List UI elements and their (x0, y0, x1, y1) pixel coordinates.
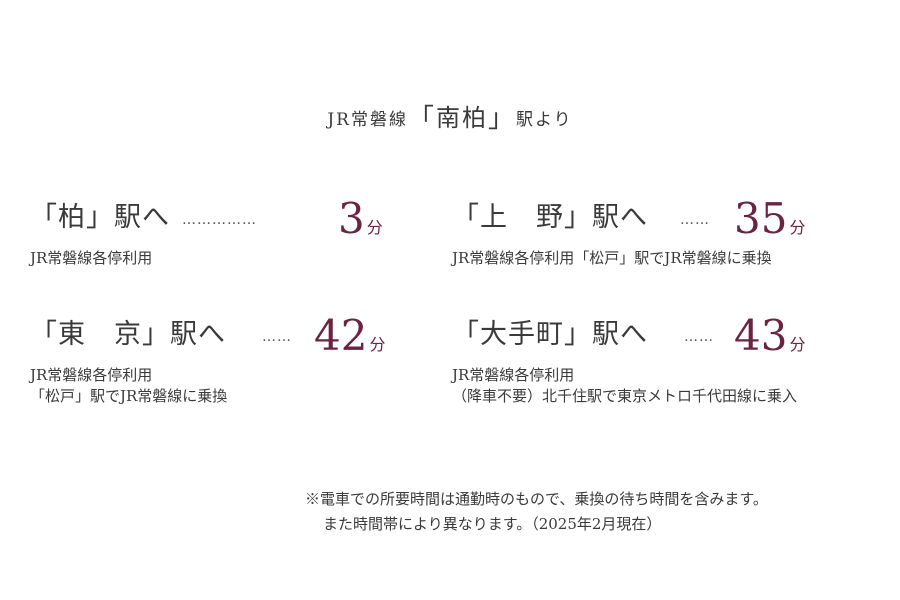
travel-minutes: 35 (734, 194, 788, 243)
minutes-unit: 分 (789, 335, 806, 354)
route-note: 「松戸」駅でJR常磐線に乗換 (30, 387, 228, 405)
route-note: JR常磐線各停利用「松戸」駅でJR常磐線に乗換 (452, 249, 772, 267)
open-bracket: 「 (407, 104, 436, 134)
title-suffix: 駅より (515, 110, 573, 130)
travel-minutes: 3 (338, 194, 365, 243)
travel-minutes: 42 (314, 311, 368, 360)
travel-minutes: 43 (734, 311, 788, 360)
route-destination: 「大手町」駅へ (452, 319, 648, 350)
minutes-unit: 分 (366, 218, 383, 237)
footnote: ※電車での所要時間は通勤時のもので、乗換の待ち時間を含みます。 また時間帯により… (305, 487, 768, 537)
route-destination: 「東 京」駅へ (30, 319, 226, 350)
close-bracket: 」 (487, 104, 516, 134)
footnote-line-1: ※電車での所要時間は通勤時のもので、乗換の待ち時間を含みます。 (305, 490, 768, 508)
origin-station: 南柏 (435, 104, 488, 132)
leader-dots: …………… (182, 212, 257, 228)
route-note: JR常磐線各停利用 (30, 366, 153, 384)
page-title: JR常磐線「南柏」駅より (0, 98, 900, 135)
minutes-unit: 分 (369, 335, 386, 354)
leader-dots: …… (684, 329, 714, 345)
route-note: JR常磐線各停利用 (30, 249, 153, 267)
route-note: JR常磐線各停利用 (452, 366, 575, 384)
minutes-unit: 分 (789, 218, 806, 237)
route-destination: 「上 野」駅へ (452, 202, 648, 233)
footnote-line-2: また時間帯により異なります。（2025年2月現在） (323, 515, 662, 533)
leader-dots: …… (680, 212, 710, 228)
route-note: （降車不要）北千住駅で東京メトロ千代田線に乗入 (452, 387, 798, 405)
line-name: JR常磐線 (327, 110, 408, 130)
leader-dots: …… (262, 329, 292, 345)
route-destination: 「柏」駅へ (30, 202, 170, 233)
